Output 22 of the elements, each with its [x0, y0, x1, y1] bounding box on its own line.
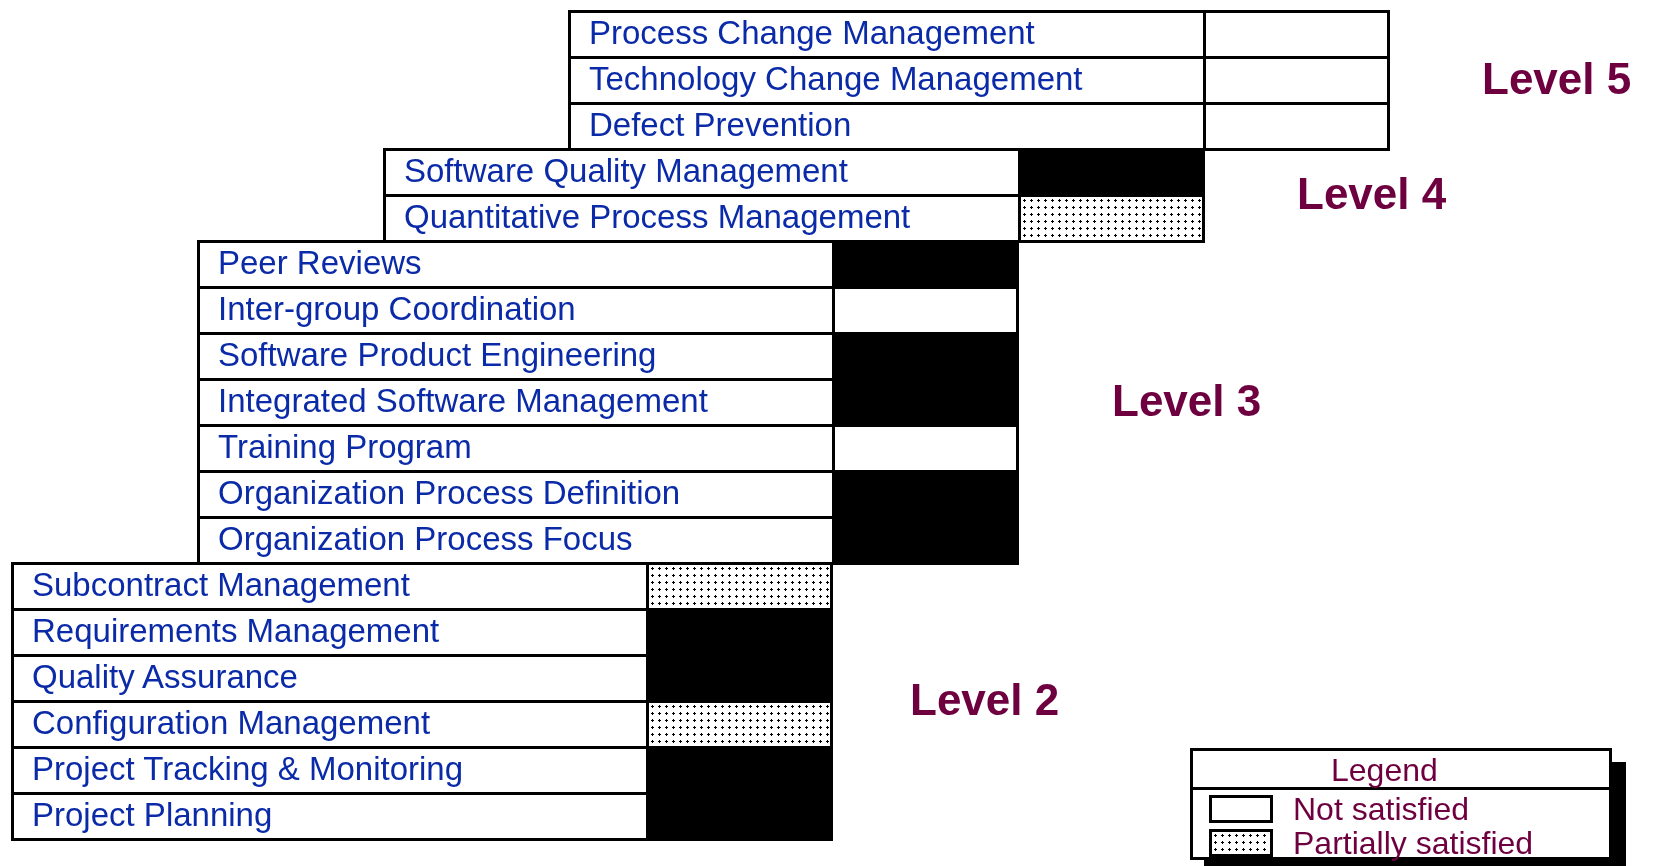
- status-cell: [832, 516, 1019, 565]
- status-cell: [646, 608, 833, 657]
- status-cell: [832, 470, 1019, 519]
- status-cell: [832, 240, 1019, 289]
- level-label: Level 2: [910, 675, 1060, 725]
- status-cell: [646, 792, 833, 841]
- status-cell: [646, 654, 833, 703]
- process-area-row: Project Planning: [11, 792, 649, 841]
- status-cell: [832, 332, 1019, 381]
- process-area-row: Process Change Management: [568, 10, 1206, 59]
- status-cell: [832, 378, 1019, 427]
- level-label: Level 3: [1112, 376, 1262, 426]
- status-cell: [1203, 102, 1390, 151]
- status-cell: [1018, 148, 1205, 197]
- legend-text: Not satisfied: [1293, 792, 1470, 826]
- level-label: Level 4: [1297, 169, 1447, 219]
- legend-title: Legend: [1331, 753, 1438, 787]
- status-cell: [1018, 194, 1205, 243]
- level-label: Level 5: [1482, 54, 1632, 104]
- status-cell: [1203, 10, 1390, 59]
- status-cell: [646, 746, 833, 795]
- legend-text: Partially satisfied: [1293, 826, 1534, 860]
